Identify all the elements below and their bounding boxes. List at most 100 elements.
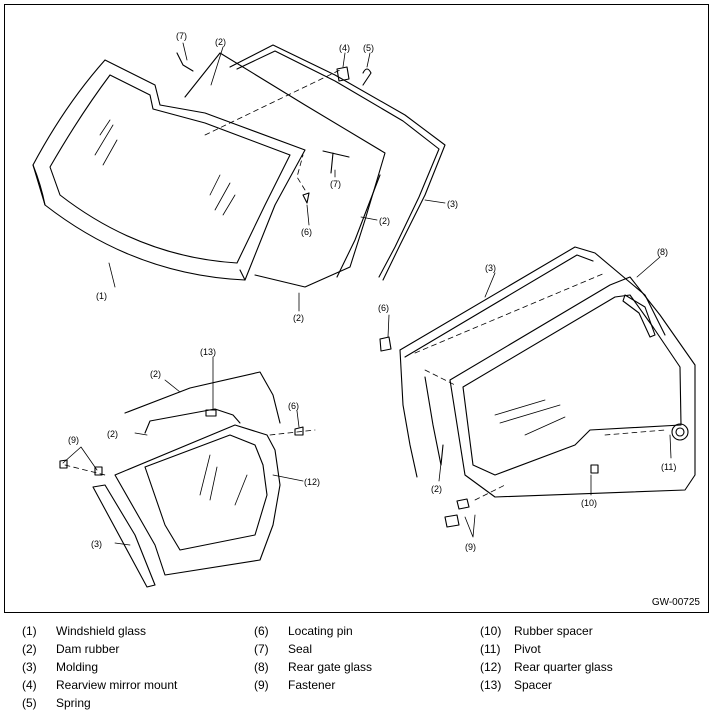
windshield-molding: [229, 44, 446, 281]
legend-num: (4): [22, 678, 37, 692]
windshield-glass-edge: [32, 164, 246, 281]
callout-11: (11): [661, 462, 676, 472]
legend-item: (2) Dam rubber: [22, 640, 119, 658]
rear-gate-molding: [399, 246, 666, 351]
windshield-glass-inner: [49, 74, 291, 264]
fastener-right-1: [456, 498, 470, 510]
callout-7-top: (7): [176, 31, 187, 41]
legend-item: (3) Molding: [22, 658, 98, 676]
callout-6-gate: (6): [378, 303, 389, 313]
legend-num: (10): [480, 624, 502, 638]
legend-label: Molding: [56, 660, 99, 674]
legend-item: (4) Rearview mirror mount: [22, 676, 177, 694]
legend-label: Windshield glass: [56, 624, 147, 638]
callout-9-right: (9): [465, 542, 476, 552]
callout-6-front: (6): [301, 227, 312, 237]
legend-label: Dam rubber: [56, 642, 120, 656]
rear-gate-glass-inner: [462, 294, 682, 476]
exploded-view-drawing: (1) (7) (2) (4) (5) (7) (6) (2) (3) (2) …: [32, 31, 696, 588]
legend-num: (13): [480, 678, 502, 692]
drawing-code: GW-00725: [651, 597, 700, 608]
windshield-guide-lines: [204, 69, 341, 191]
legend-label: Spacer: [514, 678, 553, 692]
leader-lines: [62, 42, 672, 546]
legend-item: (5) Spring: [22, 694, 91, 712]
legend-item: (12)Rear quarter glass: [480, 658, 613, 676]
rear-gate-reflection-marks: [494, 399, 566, 436]
callout-12: (12): [304, 477, 320, 487]
pivot-inner: [675, 427, 685, 437]
rear-quarter-molding: [92, 484, 156, 588]
callout-3-windshield: (3): [447, 199, 458, 209]
legend-num: (8): [254, 660, 269, 674]
callout-2-side: (2): [379, 216, 390, 226]
rear-quarter-glass-inner: [144, 434, 268, 551]
diagram-frame: (1) (7) (2) (4) (5) (7) (6) (2) (3) (2) …: [4, 4, 709, 613]
rubber-spacer: [590, 464, 599, 474]
windshield-glass: [32, 59, 306, 281]
legend-label: Locating pin: [288, 624, 353, 638]
callout-labels: (1) (7) (2) (4) (5) (7) (6) (2) (3) (2) …: [68, 31, 676, 552]
pivot: [671, 423, 689, 441]
fastener-left-1: [59, 459, 68, 469]
legend-label: Fastener: [288, 678, 336, 692]
fastener-right-2: [444, 514, 460, 528]
callout-9-left: (9): [68, 435, 79, 445]
rear-gate-dam-rubber: [424, 376, 444, 466]
rear-gate-glass: [449, 276, 696, 498]
locating-pin-gate: [379, 336, 392, 352]
legend-label: Spring: [56, 696, 91, 710]
legend-num: (2): [22, 642, 37, 656]
legend-num: (7): [254, 642, 269, 656]
spring: [362, 68, 372, 86]
legend-label: Rubber spacer: [514, 624, 593, 638]
callout-3-quarter: (3): [91, 539, 102, 549]
callout-4: (4): [339, 43, 350, 53]
rear-quarter-reflection-marks: [199, 454, 248, 506]
fastener-left-2: [94, 466, 103, 476]
callout-10: (10): [581, 498, 597, 508]
legend-item: (1) Windshield glass: [22, 622, 146, 640]
seal-mid: [322, 150, 350, 174]
callout-7-mid: (7): [330, 179, 341, 189]
legend-num: (6): [254, 624, 269, 638]
rear-quarter-guide-lines: [64, 429, 316, 476]
callout-1: (1): [96, 291, 107, 301]
rear-gate-guide-lines: [414, 272, 666, 501]
legend-num: (3): [22, 660, 37, 674]
callout-3-gate: (3): [485, 263, 496, 273]
rear-gate-molding-inner: [404, 254, 594, 358]
callout-8: (8): [657, 247, 668, 257]
windshield-dam-rubber-side: [336, 174, 381, 278]
legend-num: (12): [480, 660, 502, 674]
rear-quarter-dam-rubber: [144, 408, 241, 434]
legend-label: Rearview mirror mount: [56, 678, 178, 692]
callout-2-quarter-top: (2): [150, 369, 161, 379]
legend-item: (7) Seal: [254, 640, 312, 658]
legend-item: (13) Spacer: [480, 676, 552, 694]
legend-label: Pivot: [514, 642, 541, 656]
legend-num: (1): [22, 624, 37, 638]
legend-item: (9) Fastener: [254, 676, 335, 694]
rear-quarter-glass: [114, 424, 281, 576]
windshield-reflection-marks: [94, 119, 236, 216]
rear-quarter-dam-rubber-top: [124, 371, 281, 424]
callout-6-quarter: (6): [288, 401, 299, 411]
locating-pin-front: [302, 192, 310, 204]
legend-num: (9): [254, 678, 269, 692]
callout-2-bottom: (2): [293, 313, 304, 323]
legend-item: (6) Locating pin: [254, 622, 353, 640]
legend-item: (11) Pivot: [480, 640, 541, 658]
callout-13: (13): [200, 347, 216, 357]
callout-2-quarter: (2): [107, 429, 118, 439]
callout-5: (5): [363, 43, 374, 53]
callout-2-top: (2): [215, 37, 226, 47]
rear-gate-spoiler-slot: [622, 294, 656, 338]
legend-label: Rear gate glass: [288, 660, 373, 674]
legend-num: (5): [22, 696, 37, 710]
legend-label: Seal: [288, 642, 313, 656]
legend-num: (11): [480, 642, 501, 656]
windshield-dam-rubber: [184, 52, 386, 288]
rearview-mirror-mount: [336, 66, 350, 82]
locating-pin-quarter: [294, 426, 304, 436]
